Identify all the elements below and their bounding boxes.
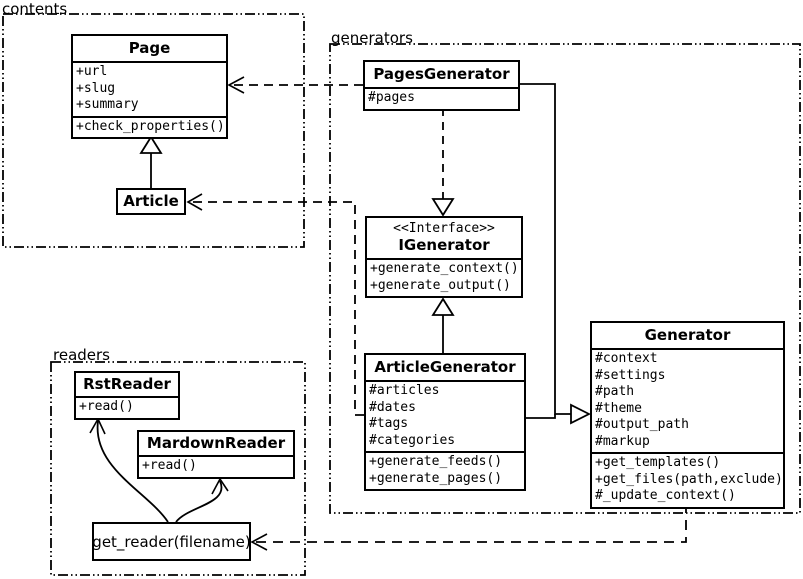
class-articlegenerator: ArticleGenerator #articles #dates #tags …	[364, 353, 526, 491]
package-label-generators: generators	[331, 29, 413, 47]
class-attribute: +slug	[76, 80, 116, 96]
class-attribute: +url	[76, 64, 108, 79]
class-attribute: #dates	[369, 399, 416, 415]
class-generator: Generator #context #settings #path #them…	[590, 321, 785, 509]
class-markdownreader-title: MardownReader	[146, 434, 286, 452]
class-attribute: #path	[595, 384, 635, 399]
dependency-generator-to-getreader	[250, 503, 687, 551]
class-articlegenerator-title: ArticleGenerator	[374, 358, 516, 376]
class-page-methods: +check_properties()	[73, 115, 226, 138]
package-contents-border	[2, 13, 305, 248]
dependency-articlegenerator-to-article	[186, 193, 364, 416]
class-rstreader-title: RstReader	[83, 375, 171, 393]
class-igenerator-title: IGenerator	[398, 236, 490, 254]
class-article-title: Article	[123, 192, 179, 210]
class-attribute: #tags	[369, 416, 409, 431]
class-igenerator: <<Interface>> IGenerator +generate_conte…	[365, 216, 523, 298]
function-box-label: get_reader(filename)	[92, 532, 251, 551]
package-generators-border	[329, 43, 801, 514]
class-attribute: #categories	[369, 432, 456, 448]
class-method: +generate_pages()	[369, 470, 503, 486]
class-method: +get_templates()	[595, 455, 721, 470]
generalization-generators-to-generator	[520, 83, 592, 425]
class-attribute: #output_path	[595, 417, 689, 432]
arrow-getreader-to-markdownreader	[175, 477, 229, 523]
class-igenerator-stereotype: <<Interface>>	[393, 221, 495, 236]
package-readers-border	[50, 361, 306, 576]
class-attribute: +summary	[76, 97, 139, 112]
package-label-readers: readers	[53, 346, 110, 364]
class-attribute: #articles	[369, 383, 440, 398]
class-igenerator-methods: +generate_context() +generate_output()	[367, 258, 521, 296]
class-attribute: #pages	[368, 90, 415, 105]
generalization-article-to-page	[139, 135, 163, 188]
class-method: +read()	[142, 458, 197, 473]
class-page: Page +url +slug +summary +check_properti…	[71, 34, 228, 139]
class-pagesgenerator: PagesGenerator #pages	[363, 60, 520, 111]
class-page-attributes: +url +slug +summary	[73, 61, 226, 116]
function-box-get-reader: get_reader(filename)	[92, 522, 251, 561]
class-generator-methods: +get_templates() +get_files(path,exclude…	[592, 452, 783, 507]
class-rstreader: RstReader +read()	[74, 371, 180, 420]
class-markdownreader-methods: +read()	[139, 455, 293, 477]
class-rstreader-methods: +read()	[76, 396, 178, 418]
class-attribute: #markup	[595, 433, 650, 449]
realization-pagesgenerator-to-igenerator	[431, 108, 455, 217]
class-method: +generate_output()	[370, 277, 511, 293]
class-articlegenerator-methods: +generate_feeds() +generate_pages()	[366, 451, 524, 489]
class-generator-attributes: #context #settings #path #theme #output_…	[592, 348, 783, 452]
generalization-articlegenerator-to-igenerator	[431, 297, 455, 353]
class-article: Article	[116, 188, 186, 215]
class-articlegenerator-attributes: #articles #dates #tags #categories	[366, 380, 524, 451]
class-attribute: #settings	[595, 367, 666, 383]
class-method: +read()	[79, 399, 134, 414]
dependency-pagesgenerator-to-page	[227, 76, 363, 94]
class-pagesgenerator-attributes: #pages	[365, 87, 518, 109]
class-markdownreader: MardownReader +read()	[137, 430, 295, 479]
class-method: +check_properties()	[76, 118, 225, 134]
class-attribute: #theme	[595, 400, 642, 416]
class-attribute: #context	[595, 351, 658, 366]
class-method: +generate_feeds()	[369, 454, 503, 469]
class-method: #_update_context()	[595, 488, 736, 503]
class-method: +generate_context()	[370, 261, 519, 276]
class-method: +get_files(path,exclude)	[595, 471, 783, 487]
package-label-contents: contents	[2, 0, 68, 18]
class-page-title: Page	[128, 39, 171, 57]
class-pagesgenerator-title: PagesGenerator	[373, 65, 510, 83]
class-generator-title: Generator	[644, 326, 731, 344]
